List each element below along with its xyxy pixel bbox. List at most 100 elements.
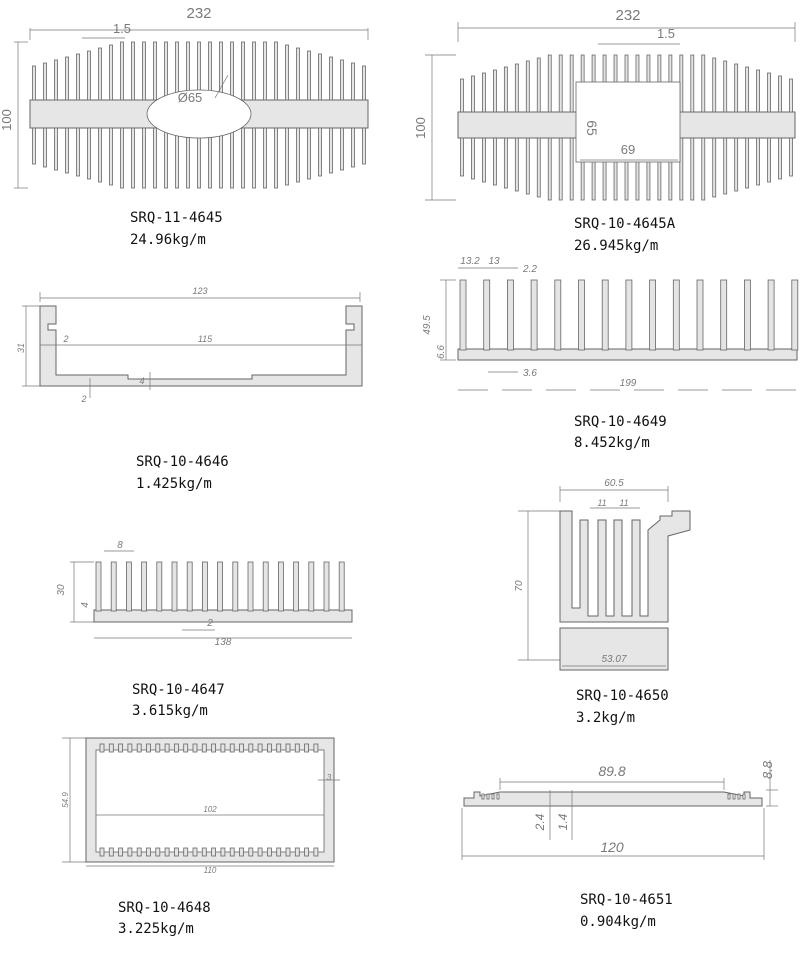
fin <box>723 137 728 195</box>
fin <box>65 56 69 101</box>
fin <box>276 847 282 857</box>
dim-base: 4 <box>80 602 91 608</box>
fin <box>54 127 58 171</box>
profile-weight: 3.225kg/m <box>118 921 194 937</box>
fin <box>742 793 746 800</box>
fin <box>554 279 562 351</box>
fin <box>285 743 291 753</box>
fin <box>690 54 695 113</box>
dim-fin: 2.2 <box>522 264 537 275</box>
fin <box>201 743 207 753</box>
fin <box>108 743 114 753</box>
fin <box>791 279 799 351</box>
fin <box>340 127 344 171</box>
fin <box>362 127 366 165</box>
fin <box>625 279 633 351</box>
fin <box>263 41 267 101</box>
fin <box>307 50 311 101</box>
fin <box>43 62 47 101</box>
fin <box>285 127 289 186</box>
dim-pitch: 8 <box>117 540 123 551</box>
fin <box>578 279 585 351</box>
fin <box>248 847 254 857</box>
dim-wall: 2 <box>62 334 68 344</box>
fin <box>712 57 717 113</box>
dim-inner: 102 <box>203 805 217 814</box>
fin <box>201 561 208 612</box>
fin <box>87 50 91 101</box>
fin <box>263 127 267 189</box>
fin <box>155 847 161 857</box>
fin <box>131 41 135 101</box>
fin <box>164 847 170 857</box>
fin <box>756 137 760 186</box>
fin <box>679 137 684 201</box>
dim-a: 2.4 <box>533 813 547 831</box>
fin <box>732 793 736 800</box>
dim-pitch-b: 11 <box>619 498 628 508</box>
fin <box>239 743 244 753</box>
fin <box>164 127 168 189</box>
fin <box>536 57 541 113</box>
profile-weight: 3.2kg/m <box>576 710 635 726</box>
fin <box>712 137 717 198</box>
dim-fin: 1.5 <box>113 21 131 36</box>
fin <box>99 847 105 857</box>
dim-width: 138 <box>215 637 232 648</box>
profile-srq-10-4647: 8 30 4 2 138 SRQ-10-4647 3.615kg/m <box>56 540 353 719</box>
profile-code: SRQ-10-4651 <box>580 892 673 908</box>
fin <box>767 279 775 351</box>
fin <box>252 127 256 189</box>
fin <box>558 54 563 113</box>
fin-array <box>460 54 793 201</box>
fin <box>239 847 244 857</box>
fin <box>351 127 355 168</box>
fin <box>536 137 541 198</box>
fin <box>277 561 284 612</box>
fin <box>32 65 36 101</box>
fin <box>547 137 552 201</box>
fin <box>274 127 278 189</box>
fin <box>285 847 291 857</box>
dim-width: 123 <box>192 286 207 296</box>
fin <box>164 743 170 753</box>
fin <box>136 847 142 857</box>
dim-fin: 1.5 <box>657 26 675 41</box>
fin <box>127 743 133 753</box>
fin <box>767 137 771 183</box>
fin <box>789 78 793 113</box>
dim-width: 110 <box>204 866 217 875</box>
fin <box>767 72 771 113</box>
fin <box>153 127 157 189</box>
fin <box>491 793 495 800</box>
profile-srq-10-4651: 89.8 8.8 2.4 1.4 120 SRQ-10-4651 0.904kg… <box>461 760 778 930</box>
fin <box>482 72 486 113</box>
profile-weight: 24.96kg/m <box>130 232 206 248</box>
dim-width: 60.5 <box>604 478 624 489</box>
fin <box>294 847 300 857</box>
profile-weight: 0.904kg/m <box>580 914 656 930</box>
dim-gap: 3.6 <box>523 368 537 379</box>
fin <box>313 743 319 753</box>
fin <box>745 66 750 113</box>
dim-cavity-width: 69 <box>621 142 635 157</box>
fin <box>323 561 330 612</box>
profile-srq-10-4649: 13.2 13 2.2 49.5 6.6 3.6 199 SRQ-10-4649… <box>422 256 799 451</box>
dim-width: 120 <box>600 839 624 855</box>
fin <box>492 137 497 186</box>
fin <box>257 847 263 857</box>
fin <box>701 54 706 113</box>
fin-array <box>459 279 799 351</box>
fin <box>219 127 223 189</box>
fin <box>778 137 782 180</box>
profile-weight: 1.425kg/m <box>136 476 212 492</box>
dim-height: 31 <box>16 343 26 353</box>
fin <box>211 743 217 753</box>
fin <box>43 127 47 168</box>
dim-base: 53.07 <box>601 654 626 665</box>
dim-pitch-a: 11 <box>597 498 606 508</box>
fin <box>173 743 179 753</box>
fin <box>141 561 148 612</box>
fin-array <box>32 41 366 189</box>
fin <box>294 743 300 753</box>
